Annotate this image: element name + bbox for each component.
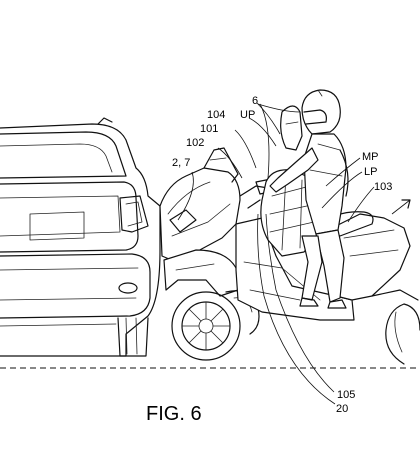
rider (269, 89, 349, 309)
label-104: 104 (207, 109, 225, 121)
label-UP: UP (240, 109, 255, 121)
label-MP: MP (362, 151, 379, 163)
car (0, 117, 161, 357)
label-101: 101 (200, 123, 218, 135)
label-103: 103 (374, 181, 392, 193)
label-20: 20 (336, 403, 348, 415)
leader-lines (177, 102, 411, 405)
label-2-7: 2, 7 (172, 157, 190, 169)
label-LP: LP (364, 166, 377, 178)
label-105: 105 (337, 389, 355, 401)
label-6: 6 (252, 95, 258, 107)
label-102: 102 (186, 137, 204, 149)
figure-caption: FIG. 6 (146, 403, 202, 425)
